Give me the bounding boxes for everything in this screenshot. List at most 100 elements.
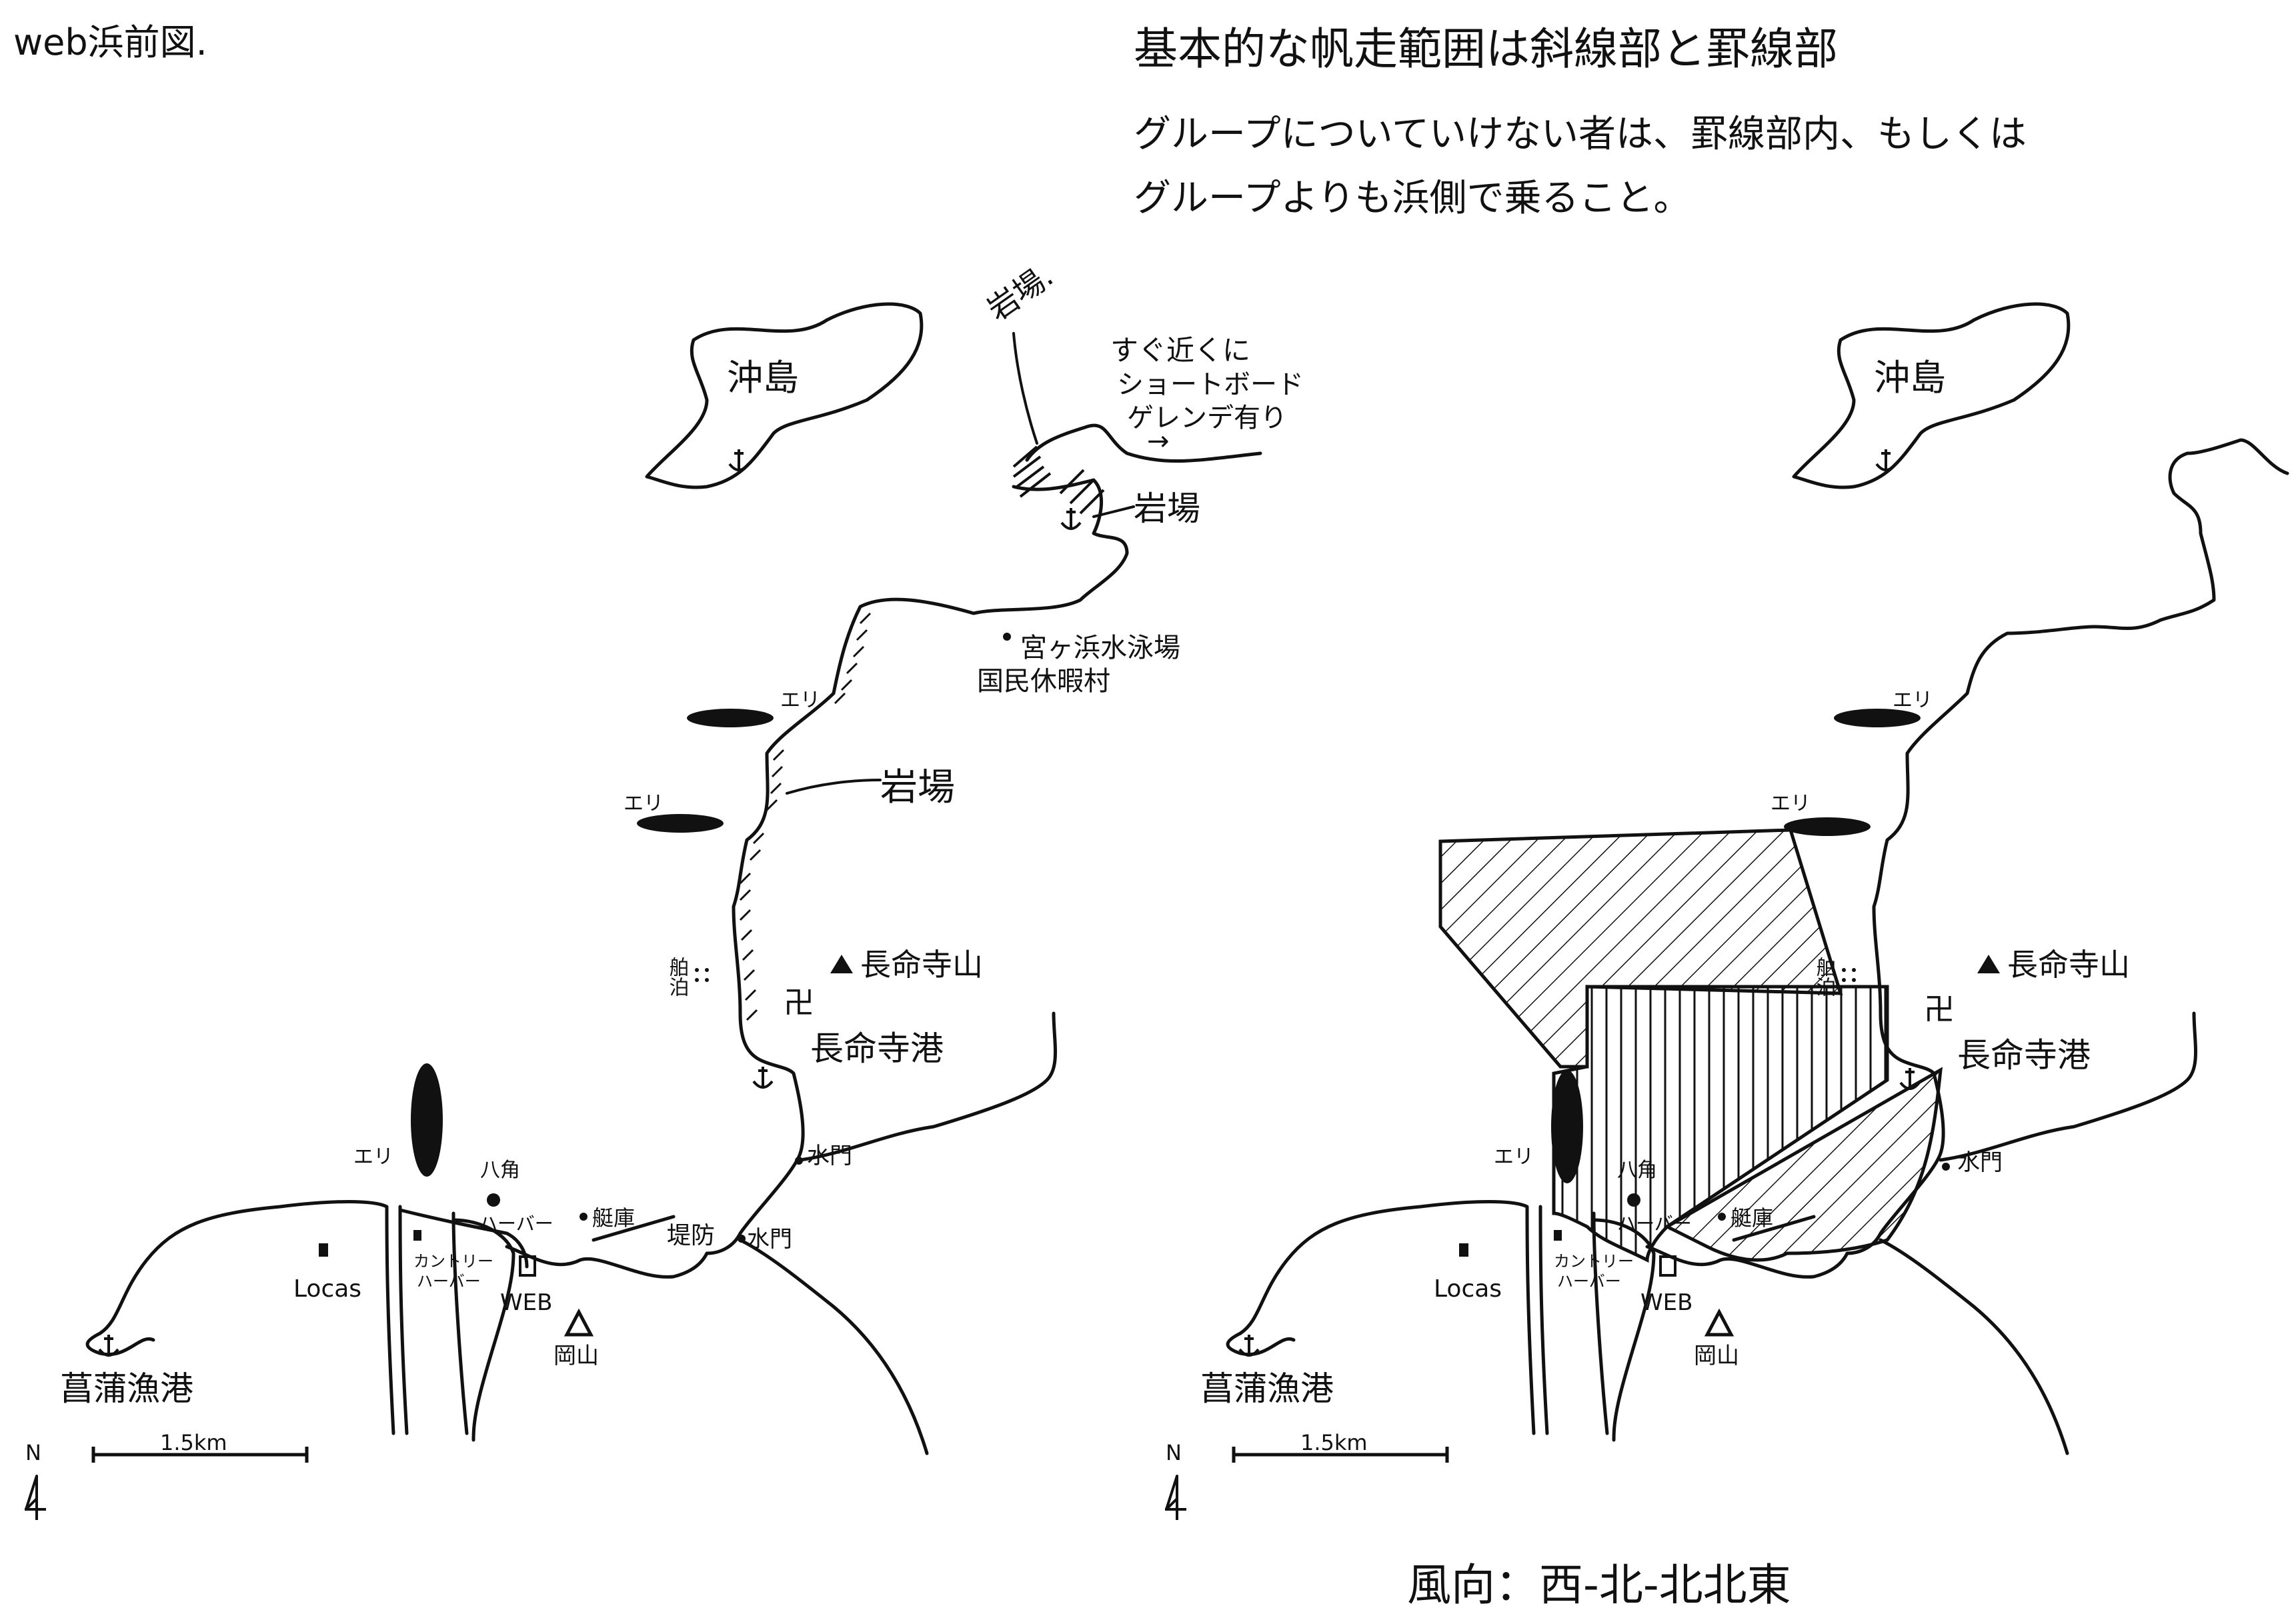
breakwater	[592, 1215, 676, 1242]
fishing-port-label: 菖蒲漁港	[1200, 1369, 1334, 1408]
eri-1-label: エリ	[780, 689, 820, 712]
eri-1-label: エリ	[1893, 689, 1933, 712]
mountain-label: 長命寺山	[860, 947, 983, 983]
country-2-label: ハーバー	[1557, 1272, 1621, 1291]
landmark-dot-icon	[1942, 1163, 1950, 1171]
note-line-1: 基本的な帆走範囲は斜線部と罫線部	[1134, 23, 1838, 75]
west-coast	[98, 1200, 395, 1435]
landmark-dot-icon	[487, 1193, 500, 1207]
sailing-zone-ruled	[1552, 985, 1889, 1263]
teibou-label: 堤防	[667, 1222, 715, 1249]
eri-trap	[637, 814, 724, 833]
suiko-2-label: 水門	[747, 1226, 792, 1253]
eri-2-label: エリ	[1771, 792, 1811, 815]
anchor-icon	[752, 1065, 774, 1089]
map-left: 沖島 岩場. すぐ近くに ショートボード ゲレンデ有り → 岩場	[23, 257, 1304, 1521]
harbor-shore	[398, 1208, 529, 1269]
boathouse-icon	[1554, 1230, 1562, 1241]
windsurf-note-1: すぐ近くに	[1110, 334, 1250, 367]
anchor-icon	[728, 448, 750, 472]
temple-icon: 卍	[1924, 991, 1955, 1027]
eri-trap	[1834, 709, 1921, 727]
canal-2	[451, 1211, 469, 1435]
eri-trap	[687, 709, 774, 727]
hakkaku-label: 八角	[480, 1159, 520, 1182]
hakkaku-label: 八角	[1617, 1159, 1657, 1182]
suiko-label: 水門	[807, 1143, 852, 1169]
iwaba-2-leader	[1092, 505, 1135, 518]
boathouse-icon	[1659, 1255, 1676, 1277]
boathouse-icon	[413, 1230, 421, 1241]
anchor-icon	[1899, 1067, 1921, 1091]
boathouse-icon	[519, 1255, 536, 1277]
eri-trap	[1551, 1070, 1583, 1183]
landmark-dot-icon	[580, 1213, 588, 1221]
iwaba-3-leader	[786, 779, 882, 795]
temple-icon: 卍	[784, 985, 814, 1021]
mooring-dots	[695, 968, 709, 982]
eri-2-label: エリ	[624, 792, 664, 815]
port-label: 長命寺港	[1957, 1036, 2091, 1075]
country-2-label: ハーバー	[417, 1272, 481, 1291]
landmark-dot-icon	[1718, 1213, 1726, 1221]
sailing-zone-diagonal-south	[1663, 1067, 1943, 1262]
hakuhaku-label: 舶泊	[1813, 957, 1836, 997]
mountain-triangle-icon	[1977, 955, 2000, 973]
right-coast-east	[1939, 1011, 2197, 1162]
scale-label: 1.5km	[1300, 1430, 1368, 1455]
country-1-label: カントリー	[1554, 1252, 1634, 1271]
landmark-dot-icon	[738, 1235, 746, 1243]
west-bay-south	[1226, 1331, 1296, 1357]
mooring-dots	[1842, 968, 1856, 982]
canal-2	[1592, 1211, 1609, 1435]
country-1-label: カントリー	[413, 1252, 493, 1271]
mountain-triangle-icon	[563, 1308, 594, 1337]
windsurf-note-3: ゲレンデ有り	[1127, 403, 1287, 433]
rock-hatch-coast	[739, 612, 872, 1021]
boathouse-label: 艇庫	[592, 1205, 635, 1231]
south-coast-east-2	[798, 1011, 1057, 1162]
web-shore	[451, 1218, 515, 1442]
locas-label: Locas	[293, 1275, 361, 1303]
west-coast	[1238, 1200, 1536, 1435]
iwaba-leader-top	[1012, 332, 1038, 445]
suiko-label: 水門	[1957, 1149, 2003, 1176]
okayama-label: 岡山	[1694, 1343, 1739, 1369]
north-label: N	[25, 1440, 41, 1465]
fishing-port-label: 菖蒲漁港	[60, 1369, 193, 1408]
note-line-3: グループよりも浜側で乗ること。	[1134, 177, 1691, 220]
south-coast-east-3	[738, 1238, 929, 1455]
anchor-icon	[1060, 507, 1082, 531]
hakuhaku-label: 舶泊	[666, 957, 689, 997]
landmark-dot-icon	[795, 1157, 803, 1165]
west-bay-south	[85, 1331, 155, 1357]
mountain-triangle-icon	[1704, 1308, 1735, 1337]
harbor-label: ハーバー	[1617, 1213, 1692, 1235]
canal-1	[398, 1205, 409, 1435]
anchor-icon	[98, 1333, 119, 1357]
iwaba-top-label: 岩場.	[981, 257, 1060, 327]
windsurf-note-2: ショートボード	[1117, 369, 1304, 400]
kyuka-label: 国民休暇村	[977, 666, 1110, 697]
scale-label: 1.5km	[160, 1430, 227, 1455]
iwaba-3-label: 岩場	[880, 766, 955, 809]
wind-direction: 風向：西-北-北北東	[1407, 1559, 1791, 1611]
eri-trap	[411, 1063, 443, 1177]
right-coast-south	[1879, 1238, 2069, 1455]
island-outline	[645, 302, 924, 489]
anchor-icon	[1875, 448, 1897, 472]
landmark-dot-icon	[1003, 633, 1011, 641]
boathouse-label: 艇庫	[1731, 1205, 1773, 1231]
map-right: 沖島 エリ エリ 舶泊 長命寺山 卍 長命寺港 エリ 水門 八角 ハーバー	[1164, 302, 2289, 1521]
windsurf-arrow: →	[1147, 426, 1170, 457]
breakwater	[1732, 1215, 1816, 1242]
north-arrow-icon	[1164, 1475, 1188, 1521]
mountain-triangle-icon	[830, 955, 853, 973]
port-label: 長命寺港	[810, 1029, 944, 1068]
iwaba-2-label: 岩場	[1134, 489, 1200, 528]
north-label: N	[1166, 1440, 1182, 1465]
okayama-label: 岡山	[553, 1343, 599, 1369]
boathouse-icon	[319, 1243, 328, 1257]
anchor-icon	[1238, 1333, 1260, 1357]
